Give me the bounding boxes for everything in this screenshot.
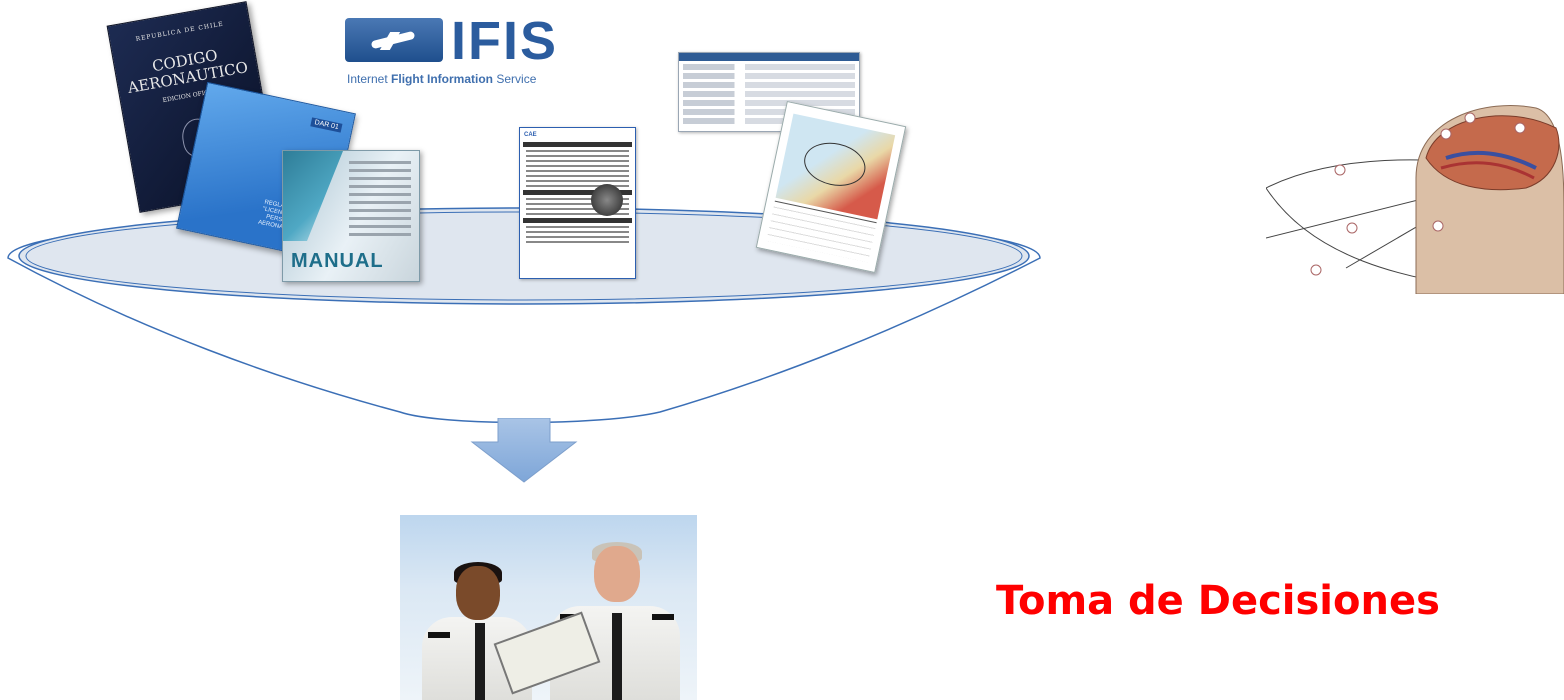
page-curl-icon	[283, 151, 343, 241]
pilot-left	[422, 560, 532, 700]
manual-text-lines	[349, 161, 411, 241]
dar-code: DAR 01	[310, 117, 343, 133]
down-arrow-icon	[470, 418, 578, 483]
ifis-logo: IFIS Internet Flight Information Service	[345, 11, 627, 90]
cae-logo: CAE	[524, 132, 537, 138]
slide-title: Toma de Decisiones	[996, 578, 1440, 624]
brain-diagram-icon	[1266, 105, 1564, 294]
ifis-plane-badge	[345, 18, 443, 62]
pilots-photo	[400, 515, 697, 700]
cycle-icon	[591, 184, 623, 216]
notam-table-document	[678, 52, 860, 132]
book-top-text: REPUBLICA DE CHILE	[135, 20, 225, 43]
ifis-tagline: Internet Flight Information Service	[347, 72, 537, 86]
chart-map	[775, 113, 896, 220]
manual-document: MANUAL	[282, 150, 420, 282]
manual-label: MANUAL	[291, 250, 384, 272]
ifis-wordmark: IFIS	[451, 11, 559, 71]
cae-checklist-document: CAE	[519, 127, 636, 279]
